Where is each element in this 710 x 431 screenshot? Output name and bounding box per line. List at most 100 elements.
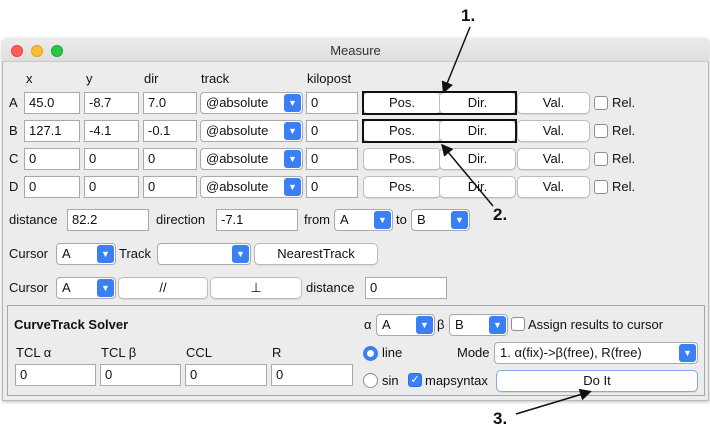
track-select[interactable]: ▼ <box>157 243 251 265</box>
close-button[interactable] <box>11 45 23 57</box>
line-label: line <box>382 345 403 360</box>
ccl-label: CCL <box>186 345 213 360</box>
header-track: track <box>201 71 230 86</box>
row-c-rel-checkbox[interactable] <box>594 152 608 166</box>
row-b-kilopost-input[interactable]: 0 <box>306 120 358 142</box>
row-a-y-input[interactable]: -8.7 <box>84 92 139 114</box>
row-a-label: A <box>9 95 18 110</box>
row-d-rel-label: Rel. <box>612 179 636 194</box>
row-d-rel-checkbox[interactable] <box>594 180 608 194</box>
to-label: to <box>396 212 407 227</box>
beta-select[interactable]: B▼ <box>449 314 508 336</box>
perpendicular-button[interactable]: ⊥ <box>210 277 302 299</box>
track-label: Track <box>119 246 152 261</box>
row-d-track-select[interactable]: @absolute▼ <box>200 176 303 198</box>
row-b-track-select[interactable]: @absolute▼ <box>200 120 303 142</box>
from-label: from <box>304 212 330 227</box>
beta-label: β <box>437 317 445 332</box>
mode-select[interactable]: 1. α(fix)->β(free), R(free)▼ <box>494 342 698 364</box>
tcl-beta-input[interactable]: 0 <box>100 364 181 386</box>
alpha-value: A <box>382 317 391 332</box>
parallel-button[interactable]: // <box>118 277 208 299</box>
alpha-select[interactable]: A▼ <box>376 314 435 336</box>
row-d-val-button[interactable]: Val. <box>517 176 590 198</box>
alpha-label: α <box>364 317 372 332</box>
row-a-kilopost-input[interactable]: 0 <box>306 92 358 114</box>
header-y: y <box>86 71 93 86</box>
row-d-dir-input[interactable]: 0 <box>143 176 197 198</box>
mapsyntax-label: mapsyntax <box>425 373 488 388</box>
row-d-x-input[interactable]: 0 <box>24 176 80 198</box>
mapsyntax-checkbox[interactable]: ✓ <box>408 373 422 387</box>
callout-1-arrow <box>441 26 471 94</box>
zoom-button[interactable] <box>51 45 63 57</box>
row-b-x-input[interactable]: 127.1 <box>24 120 80 142</box>
mode-label: Mode <box>457 345 490 360</box>
header-x: x <box>26 71 33 86</box>
tcl-beta-label: TCL β <box>101 345 137 360</box>
cursor-label-1: Cursor <box>9 246 49 261</box>
chevron-down-icon: ▼ <box>489 316 506 334</box>
r-input[interactable]: 0 <box>271 364 353 386</box>
solver-title: CurveTrack Solver <box>14 317 129 332</box>
minimize-button[interactable] <box>31 45 43 57</box>
chevron-down-icon: ▼ <box>451 211 468 229</box>
cursor-select-2[interactable]: A▼ <box>56 277 116 299</box>
distance-label: distance <box>9 212 58 227</box>
chevron-down-icon: ▼ <box>284 122 301 140</box>
row-b-y-input[interactable]: -4.1 <box>84 120 139 142</box>
row-c-rel-label: Rel. <box>612 151 636 166</box>
row-c-y-input[interactable]: 0 <box>84 148 139 170</box>
to-value: B <box>417 212 426 227</box>
cursor-distance-input[interactable]: 0 <box>365 277 447 299</box>
beta-value: B <box>455 317 464 332</box>
row-d-y-input[interactable]: 0 <box>84 176 139 198</box>
row-a-val-button[interactable]: Val. <box>517 92 590 114</box>
chevron-down-icon: ▼ <box>97 245 114 263</box>
row-c-x-input[interactable]: 0 <box>24 148 80 170</box>
row-a-track-select[interactable]: @absolute ▼ <box>200 92 303 114</box>
sin-radio[interactable] <box>363 373 378 388</box>
assign-results-label: Assign results to cursor <box>528 317 664 332</box>
row-d-track-value: @absolute <box>206 179 269 194</box>
direction-input[interactable]: -7.1 <box>216 209 298 231</box>
row-d-label: D <box>9 179 19 194</box>
row-c-track-select[interactable]: @absolute▼ <box>200 148 303 170</box>
tcl-alpha-input[interactable]: 0 <box>15 364 96 386</box>
row-c-dir-input[interactable]: 0 <box>143 148 197 170</box>
tcl-alpha-label: TCL α <box>16 345 52 360</box>
row-a-dir-input[interactable]: 7.0 <box>143 92 197 114</box>
from-select[interactable]: A▼ <box>334 209 393 231</box>
row-c-pos-button[interactable]: Pos. <box>363 148 441 170</box>
to-select[interactable]: B▼ <box>411 209 470 231</box>
row-c-val-button[interactable]: Val. <box>517 148 590 170</box>
row-a-track-value: @absolute <box>206 95 269 110</box>
do-it-button[interactable]: Do It <box>496 370 698 392</box>
cursor-value-2: A <box>62 280 71 295</box>
row-c-track-value: @absolute <box>206 151 269 166</box>
row-b-rel-checkbox[interactable] <box>594 124 608 138</box>
chevron-down-icon: ▼ <box>416 316 433 334</box>
row-c-kilopost-input[interactable]: 0 <box>306 148 358 170</box>
row-a-x-input[interactable]: 45.0 <box>24 92 80 114</box>
chevron-down-icon: ▼ <box>284 94 301 112</box>
row-b-dir-input[interactable]: -0.1 <box>143 120 197 142</box>
cursor-select-1[interactable]: A▼ <box>56 243 116 265</box>
row-d-kilopost-input[interactable]: 0 <box>306 176 358 198</box>
callout-3: 3. <box>493 409 508 428</box>
curvetrack-solver-panel <box>7 305 705 396</box>
distance-input[interactable]: 82.2 <box>67 209 149 231</box>
row-b-label: B <box>9 123 18 138</box>
chevron-down-icon: ▼ <box>97 279 114 297</box>
line-radio[interactable] <box>363 346 378 361</box>
assign-results-checkbox[interactable] <box>511 317 525 331</box>
highlight-box-a <box>362 91 517 115</box>
row-a-rel-checkbox[interactable] <box>594 96 608 110</box>
mode-value: 1. α(fix)->β(free), R(free) <box>500 345 642 360</box>
row-b-val-button[interactable]: Val. <box>517 120 590 142</box>
ccl-input[interactable]: 0 <box>185 364 267 386</box>
highlight-box-b <box>362 119 517 143</box>
cursor-value-1: A <box>62 246 71 261</box>
nearest-track-button[interactable]: NearestTrack <box>254 243 378 265</box>
